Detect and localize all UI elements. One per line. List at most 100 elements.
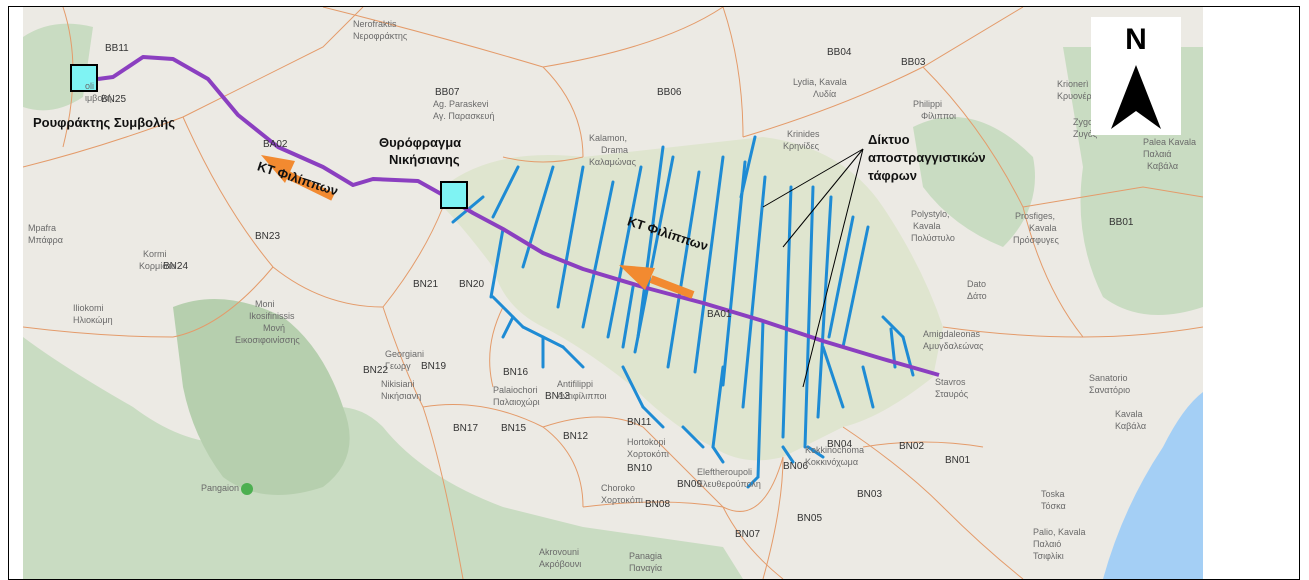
drainage-ditch	[681, 425, 705, 449]
drainage-ditch	[501, 315, 515, 339]
place-label: Philippi	[913, 99, 942, 109]
place-label: Kavala	[1029, 223, 1057, 233]
drainage-ditch	[693, 155, 725, 374]
zone-boundary	[489, 306, 504, 388]
zone-label: BN02	[899, 441, 924, 452]
drainage-ditch	[806, 445, 825, 459]
drainage-ditch	[641, 405, 665, 429]
zone-boundary	[842, 426, 1024, 579]
ditch-label-line2: αποστραγγιστικών	[868, 150, 986, 165]
zone-boundary	[862, 441, 984, 448]
zone-label: BB01	[1109, 217, 1134, 228]
place-label: Prosfiges,	[1015, 211, 1055, 221]
place-label: Χορτοκόπι	[601, 495, 643, 505]
place-label: Αμυγδαλεώνας	[923, 341, 984, 351]
ditch-label-line1: Δίκτυο	[868, 132, 910, 147]
weir-label-line2: Νικήσιανης	[389, 152, 460, 167]
place-label: Panagia	[629, 551, 662, 561]
zone-label: BN09	[677, 479, 702, 490]
place-label: Kormi	[143, 249, 167, 259]
zone-label: BN13	[545, 391, 570, 402]
place-label: Sanatorio	[1089, 373, 1128, 383]
place-label: Τόσκα	[1041, 501, 1066, 511]
place-label: Αγ. Παρασκευή	[433, 111, 494, 121]
place-label: Moni	[255, 299, 275, 309]
drainage-ditch	[521, 165, 555, 269]
zone-label: BN22	[363, 365, 388, 376]
zone-label: BN20	[459, 279, 484, 290]
place-label: Polystylo,	[911, 209, 950, 219]
place-label: Μονή	[263, 323, 285, 333]
zone-boundary	[322, 7, 584, 158]
place-label: Palio, Kavala	[1033, 527, 1086, 537]
place-label: Ag. Paraskevi	[433, 99, 489, 109]
philippi-canal	[97, 55, 940, 377]
zone-label: BA02	[263, 139, 288, 150]
place-label: Κρυονέρι	[1057, 91, 1094, 101]
place-label: Ακρόβουνι	[539, 559, 581, 569]
zone-boundary	[502, 156, 584, 163]
place-label: Palea Kavala	[1143, 137, 1196, 147]
place-label: Kavala	[1115, 409, 1143, 419]
drainage-ditch	[721, 160, 747, 387]
zone-boundary	[23, 7, 364, 168]
drainage-ditch	[489, 227, 505, 299]
zone-label: BN05	[797, 513, 822, 524]
weir-marker	[440, 181, 468, 209]
drainage-ditch	[739, 135, 757, 199]
zone-label: BB03	[901, 57, 926, 68]
place-label: Κρηνίδες	[783, 141, 820, 151]
zone-label: BB04	[827, 47, 852, 58]
drainage-ditch	[561, 345, 585, 369]
place-label: Καβάλα	[1115, 421, 1146, 431]
drainage-ditch	[491, 295, 525, 329]
leader-line-1	[762, 148, 864, 208]
leader-line-2	[782, 148, 864, 248]
place-label: Eleftheroupoli	[697, 467, 752, 477]
zone-boundary	[382, 206, 444, 308]
zone-label: BN19	[421, 361, 446, 372]
place-label: Εικοσιφοινίσσης	[235, 335, 300, 345]
drainage-ditch	[711, 445, 725, 464]
forest-south	[23, 337, 743, 579]
zone-label: BN25	[101, 94, 126, 105]
place-label: Ζυγός	[1073, 129, 1098, 139]
place-label: Iliokomi	[73, 303, 104, 313]
place-label: Νεροφράκτης	[353, 31, 408, 41]
place-label: Δάτο	[967, 291, 987, 301]
drainage-ditch	[581, 180, 615, 329]
place-label: Stavros	[935, 377, 966, 387]
zone-boundary	[922, 66, 1084, 338]
place-label: Georgiani	[385, 349, 424, 359]
zone-boundary	[642, 426, 724, 508]
zone-boundary	[742, 7, 1024, 138]
drainage-ditch	[803, 185, 815, 449]
zone-label: BN04	[827, 439, 852, 450]
pump-station-label: Ρουφράκτης Συμβολής	[33, 115, 175, 130]
forest-northeast	[913, 117, 1035, 247]
drainage-ditch	[606, 165, 643, 339]
place-label: Γεωργ	[385, 361, 411, 371]
place-label: Καλαμώνας	[589, 157, 637, 167]
zone-label: BN15	[501, 423, 526, 434]
zone-label: BN11	[627, 417, 652, 428]
place-label: Kavala	[913, 221, 941, 231]
drainage-ditch	[821, 345, 845, 409]
zone-label: BN08	[645, 499, 670, 510]
zone-label: BN03	[857, 489, 882, 500]
place-label: Lydia, Kavala	[793, 77, 847, 87]
place-label: Ηλιοκώμη	[73, 315, 113, 325]
zone-label: BN06	[783, 461, 808, 472]
drainage-ditch	[636, 145, 665, 339]
zone-label: BN12	[563, 431, 588, 442]
zone-boundary	[942, 326, 1203, 338]
flow-arrow-east	[619, 265, 695, 299]
zone-label: BN01	[945, 455, 970, 466]
place-label: Παλαιό	[1033, 539, 1061, 549]
place-label: Πρόσφυγες	[1013, 235, 1059, 245]
zone-label: BB06	[657, 87, 682, 98]
weir-label-line1: Θυρόφραγμα	[379, 135, 461, 150]
